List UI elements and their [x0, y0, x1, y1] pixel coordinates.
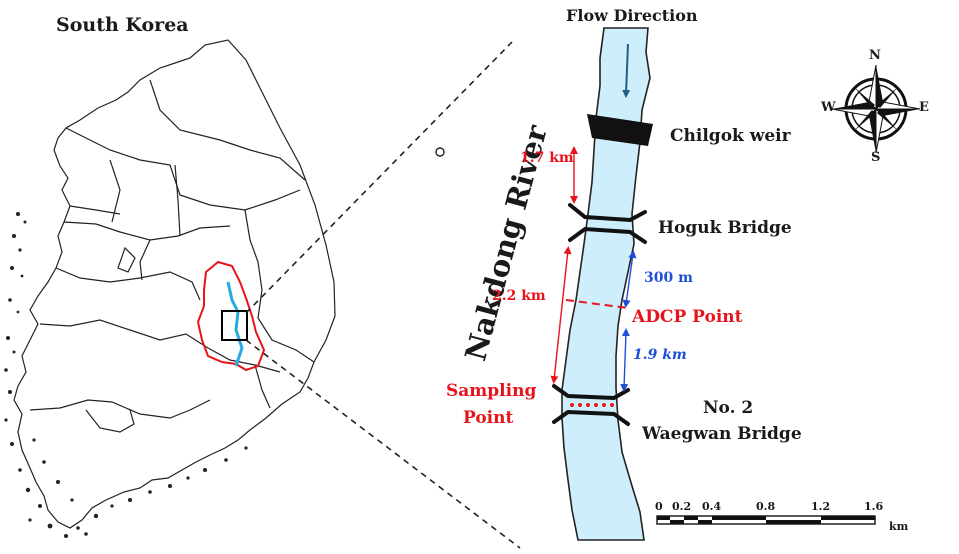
dist-adcp-waegwan: 1.9 km: [633, 347, 687, 363]
hoguk-bridge-label: Hoguk Bridge: [658, 218, 792, 238]
flow-arrow: [622, 43, 631, 98]
arrow-bridge-adcp: [622, 250, 637, 308]
scale-bar: [656, 515, 876, 525]
scale-tick-0: 0: [655, 500, 663, 513]
river-channel: [561, 27, 651, 541]
compass-icon: [831, 64, 921, 154]
connector-top: [245, 41, 513, 314]
connector-bottom: [245, 339, 521, 549]
scale-tick-1: 0.2: [672, 500, 692, 513]
dist-bridge-sampling: 2.2 km: [492, 288, 546, 304]
south-korea-outline: [13, 39, 336, 529]
dist-weir-bridge: 1.7 km: [520, 150, 574, 166]
compass-e-label: E: [919, 100, 929, 115]
study-box: [221, 310, 248, 341]
scale-tick-4: 1.2: [811, 500, 831, 513]
scale-unit: km: [889, 520, 909, 533]
sampling-label-line2: Point: [463, 408, 514, 428]
arrow-adcp-waegwan: [620, 328, 630, 392]
waegwan-label-line1: No. 2: [703, 398, 754, 418]
arrow-bridge-sampling: [550, 246, 572, 384]
compass-w-label: W: [821, 100, 836, 115]
scale-tick-2: 0.4: [702, 500, 722, 513]
study-area-outline: [196, 260, 266, 372]
sampling-label-line1: Sampling: [446, 381, 537, 401]
dist-bridge-adcp: 300 m: [644, 270, 693, 286]
adcp-label: ADCP Point: [632, 307, 743, 327]
weir-label: Chilgok weir: [670, 126, 791, 146]
sampling-dots: [570, 403, 614, 407]
stream: [226, 281, 244, 367]
adcp-line: [565, 299, 629, 309]
waegwan-bridge: [552, 384, 630, 426]
flow-direction-label: Flow Direction: [566, 6, 698, 25]
country-label: South Korea: [56, 14, 189, 36]
scale-tick-5: 1.6: [864, 500, 884, 513]
waegwan-label-line2: Waegwan Bridge: [642, 424, 802, 444]
weir: [587, 114, 653, 146]
coastal-islands: [4, 147, 445, 538]
compass-s-label: S: [871, 150, 881, 165]
scale-tick-3: 0.8: [756, 500, 776, 513]
compass-n-label: N: [869, 48, 881, 63]
hoguk-bridge: [568, 203, 647, 244]
